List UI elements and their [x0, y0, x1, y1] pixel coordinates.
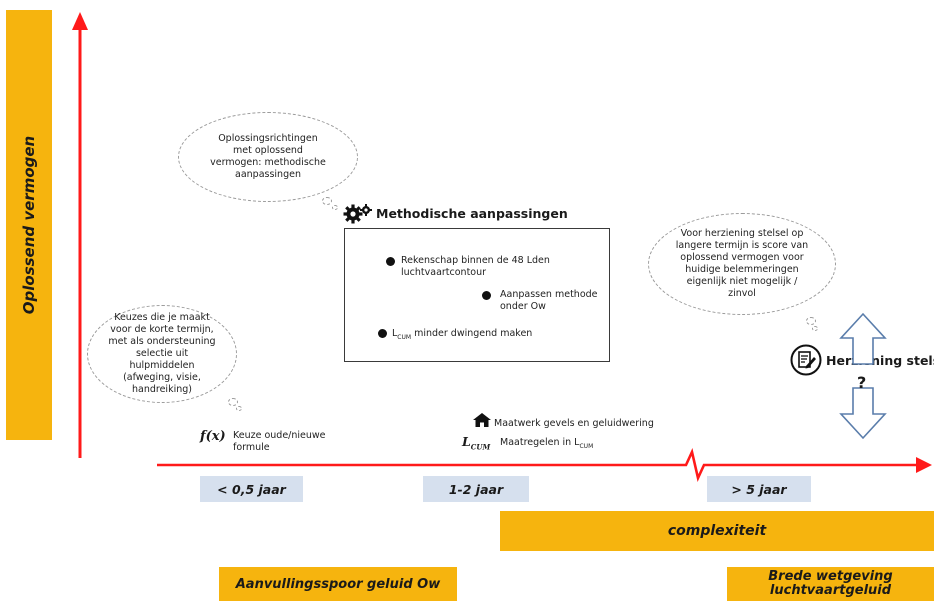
methodisch-item-3-row: LCUM minder dwingend maken — [392, 328, 532, 342]
methodisch-item-3: minder dwingend maken — [414, 328, 533, 339]
methodisch-item-2: Aanpassen methode onder Ow — [500, 289, 598, 313]
lcum-symbol-sub: CUM — [470, 442, 491, 452]
bubble-left-tail-small — [236, 406, 242, 411]
time-box-long: > 5 jaar — [707, 476, 811, 502]
bubble-right-tail-small — [812, 326, 818, 331]
bubble-top: Oplossingsrichtingen met oplossend vermo… — [178, 112, 358, 202]
bubble-right: Voor herziening stelsel op langere termi… — [648, 213, 836, 315]
methodisch-title: Methodische aanpassingen — [376, 206, 568, 221]
methodisch-box — [344, 228, 610, 362]
bubble-left-tail — [228, 398, 238, 406]
question-mark: ? — [857, 373, 867, 392]
bubble-right-tail — [806, 317, 816, 325]
house-icon — [473, 412, 491, 431]
function-icon: f(x) — [200, 429, 226, 444]
bubble-left-text: Keuzes die je maakt voor de korte termij… — [108, 312, 216, 395]
maatregelen-text: Maatregelen in L — [500, 437, 580, 448]
lcum-prefix: L — [392, 328, 398, 339]
time-box-mid: 1-2 jaar — [423, 476, 529, 502]
bullet-3 — [378, 329, 387, 338]
bubble-top-tail-small — [332, 205, 338, 210]
maatregelen-row: Maatregelen in LCUM — [500, 437, 593, 451]
document-edit-icon — [790, 344, 822, 380]
gears-icon — [343, 202, 373, 228]
double-arrow-icon — [838, 312, 888, 444]
maatregelen-sub: CUM — [579, 442, 594, 450]
maatwerk-text: Maatwerk gevels en geluidwering — [494, 418, 654, 429]
aanvullingsspoor-bar: Aanvullingsspoor geluid Ow — [219, 567, 457, 601]
y-axis-label: Oplossend vermogen — [20, 135, 38, 315]
brede-wetgeving-bar: Brede wetgeving luchtvaartgeluid — [727, 567, 934, 601]
time-box-short: < 0,5 jaar — [200, 476, 303, 502]
x-axis — [157, 448, 920, 482]
lcum-sub: CUM — [397, 333, 412, 341]
methodisch-item-1: Rekenschap binnen de 48 Lden luchtvaartc… — [401, 255, 550, 279]
lcum-symbol-letter: L — [462, 434, 471, 449]
x-axis-arrowhead — [916, 457, 932, 473]
bullet-2 — [482, 291, 491, 300]
y-axis-label-bar — [6, 10, 52, 440]
lcum-symbol: LCUM — [462, 434, 490, 452]
bubble-right-text: Voor herziening stelsel op langere termi… — [675, 228, 809, 299]
bubble-top-text: Oplossingsrichtingen met oplossend vermo… — [210, 133, 326, 180]
short-term-text: Keuze oude/nieuwe formule — [233, 430, 326, 454]
bubble-left: Keuzes die je maakt voor de korte termij… — [87, 305, 237, 403]
y-axis-arrowhead — [72, 12, 88, 30]
bubble-top-tail — [322, 197, 332, 205]
bullet-1 — [386, 257, 395, 266]
complexiteit-bar: complexiteit — [500, 511, 934, 551]
